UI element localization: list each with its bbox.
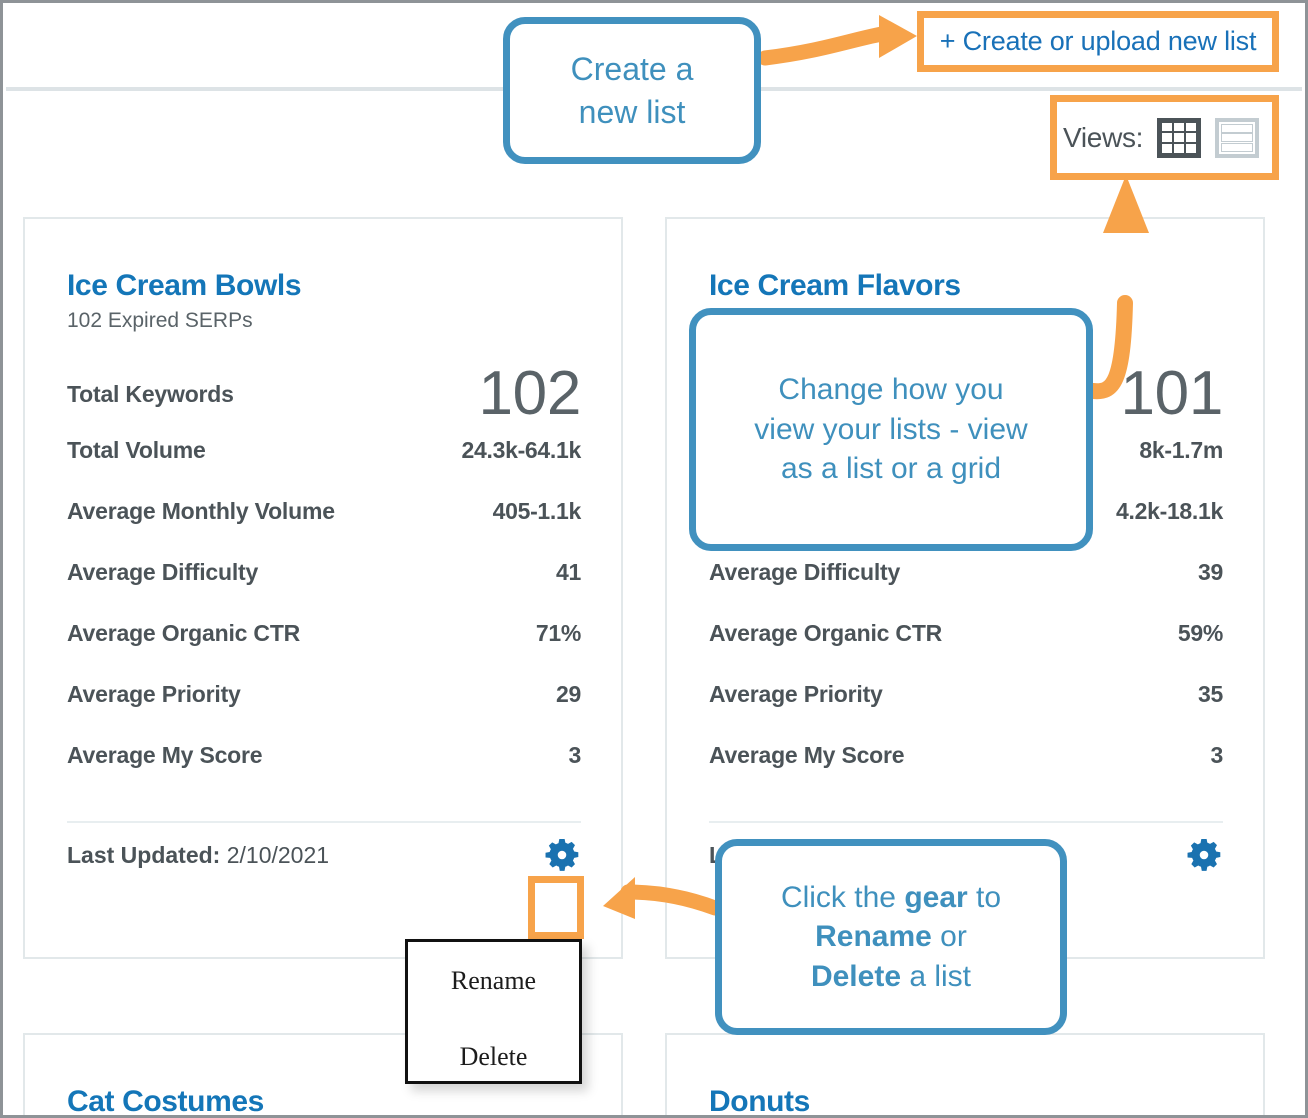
callout-text: a list	[901, 959, 972, 993]
stat-label: Average Priority	[67, 681, 241, 707]
stat-value: 35	[1198, 681, 1223, 707]
stat-value: 102	[478, 359, 581, 428]
callout-line: new list	[578, 93, 686, 130]
stat-label: Total Keywords	[67, 380, 234, 407]
stat-label: Average Difficulty	[709, 559, 901, 585]
stat-value: 8k-1.7m	[1139, 437, 1223, 463]
stat-row: Total Keywords 102	[67, 351, 581, 437]
stat-label: Average Priority	[709, 681, 883, 707]
last-updated-label: Last Updated:	[67, 841, 221, 868]
list-view-icon[interactable]	[1215, 117, 1260, 158]
stat-label: Total Volume	[67, 437, 206, 463]
stat-value: 3	[1210, 742, 1224, 768]
stat-label: Average My Score	[709, 742, 905, 768]
menu-item-delete[interactable]: Delete	[459, 1042, 528, 1071]
stat-value: 3	[568, 742, 582, 768]
stat-label: Average Organic CTR	[67, 620, 301, 646]
stat-value: 4.2k-18.1k	[1116, 498, 1223, 524]
callout-bold: Rename	[815, 920, 932, 954]
card-divider	[709, 821, 1223, 823]
stat-label: Average Organic CTR	[709, 620, 943, 646]
callout-text: or	[931, 920, 967, 954]
callout-line: Click the gear to	[781, 878, 1001, 918]
callout-line: Change how you	[778, 373, 1004, 407]
callout-text: to	[967, 880, 1002, 914]
callout-text: Click the	[780, 880, 905, 914]
gear-icon[interactable]	[1185, 836, 1223, 874]
callout-line: as a list or a grid	[780, 452, 1002, 486]
card-title[interactable]: Cat Costumes	[67, 1085, 264, 1118]
grid-view-icon[interactable]	[1157, 117, 1202, 158]
callout-bold: gear	[904, 880, 968, 914]
stat-label: Average Difficulty	[67, 559, 259, 585]
stat-row: Average Difficulty 39	[709, 559, 1223, 620]
stat-value: 29	[556, 681, 581, 707]
callout-line: Rename or	[781, 917, 1001, 957]
stat-row: Average Priority 35	[709, 681, 1223, 742]
last-updated-value: 2/10/2021	[226, 841, 330, 868]
stat-value: 59%	[1177, 620, 1223, 646]
stat-label: Average Monthly Volume	[67, 498, 335, 524]
callout-line: Create a	[570, 51, 694, 88]
stat-value: 101	[1120, 359, 1223, 428]
stat-value: 71%	[535, 620, 581, 646]
stat-row: Average Monthly Volume 405-1.1k	[67, 498, 581, 559]
stat-row: Average Organic CTR 71%	[67, 620, 581, 681]
views-control: Views:	[1063, 107, 1260, 168]
gear-context-menu[interactable]: Rename Delete	[405, 939, 582, 1084]
list-card-ice-cream-bowls[interactable]: Ice Cream Bowls 102 Expired SERPs Total …	[23, 217, 623, 959]
stat-row: Average My Score 3	[709, 742, 1223, 803]
highlight-box-views	[1050, 95, 1279, 180]
views-label: Views:	[1063, 121, 1144, 153]
stat-value: 39	[1198, 559, 1223, 585]
stat-row: Average Organic CTR 59%	[709, 620, 1223, 681]
callout-click-gear: Click the gear to Rename or Delete a lis…	[715, 839, 1067, 1035]
callout-line: view your lists - view	[754, 412, 1028, 446]
card-footer: Last Updated: 2/10/2021	[67, 823, 581, 887]
create-or-upload-new-list-button[interactable]: + Create or upload new list	[924, 18, 1272, 65]
card-title[interactable]: Donuts	[709, 1085, 810, 1118]
card-divider	[67, 821, 581, 823]
card-title[interactable]: Ice Cream Flavors	[709, 269, 961, 302]
highlight-box-create-list	[917, 11, 1279, 72]
callout-change-view: Change how you view your lists - view as…	[689, 308, 1093, 551]
stat-value: 405-1.1k	[492, 498, 582, 524]
stat-row: Average Difficulty 41	[67, 559, 581, 620]
stat-row: Total Volume 24.3k-64.1k	[67, 437, 581, 498]
callout-line: Delete a list	[781, 957, 1001, 997]
stat-label: Average My Score	[67, 742, 263, 768]
gear-icon[interactable]	[543, 836, 581, 874]
stat-value: 41	[556, 559, 581, 585]
stat-value: 24.3k-64.1k	[461, 437, 582, 463]
highlight-box-gear	[528, 876, 584, 939]
last-updated-text: Last Updated: 2/10/2021	[67, 842, 329, 869]
callout-create-new-list: Create a new list	[503, 17, 761, 164]
list-card-donuts[interactable]: Donuts 9 Expired SERPs	[665, 1033, 1265, 1118]
callout-bold: Delete	[810, 959, 901, 993]
card-title[interactable]: Ice Cream Bowls	[67, 269, 302, 302]
menu-item-rename[interactable]: Rename	[450, 966, 537, 995]
card-subtitle: 102 Expired SERPs	[67, 309, 253, 332]
stat-row: Average Priority 29	[67, 681, 581, 742]
stat-row: Average My Score 3	[67, 742, 581, 803]
